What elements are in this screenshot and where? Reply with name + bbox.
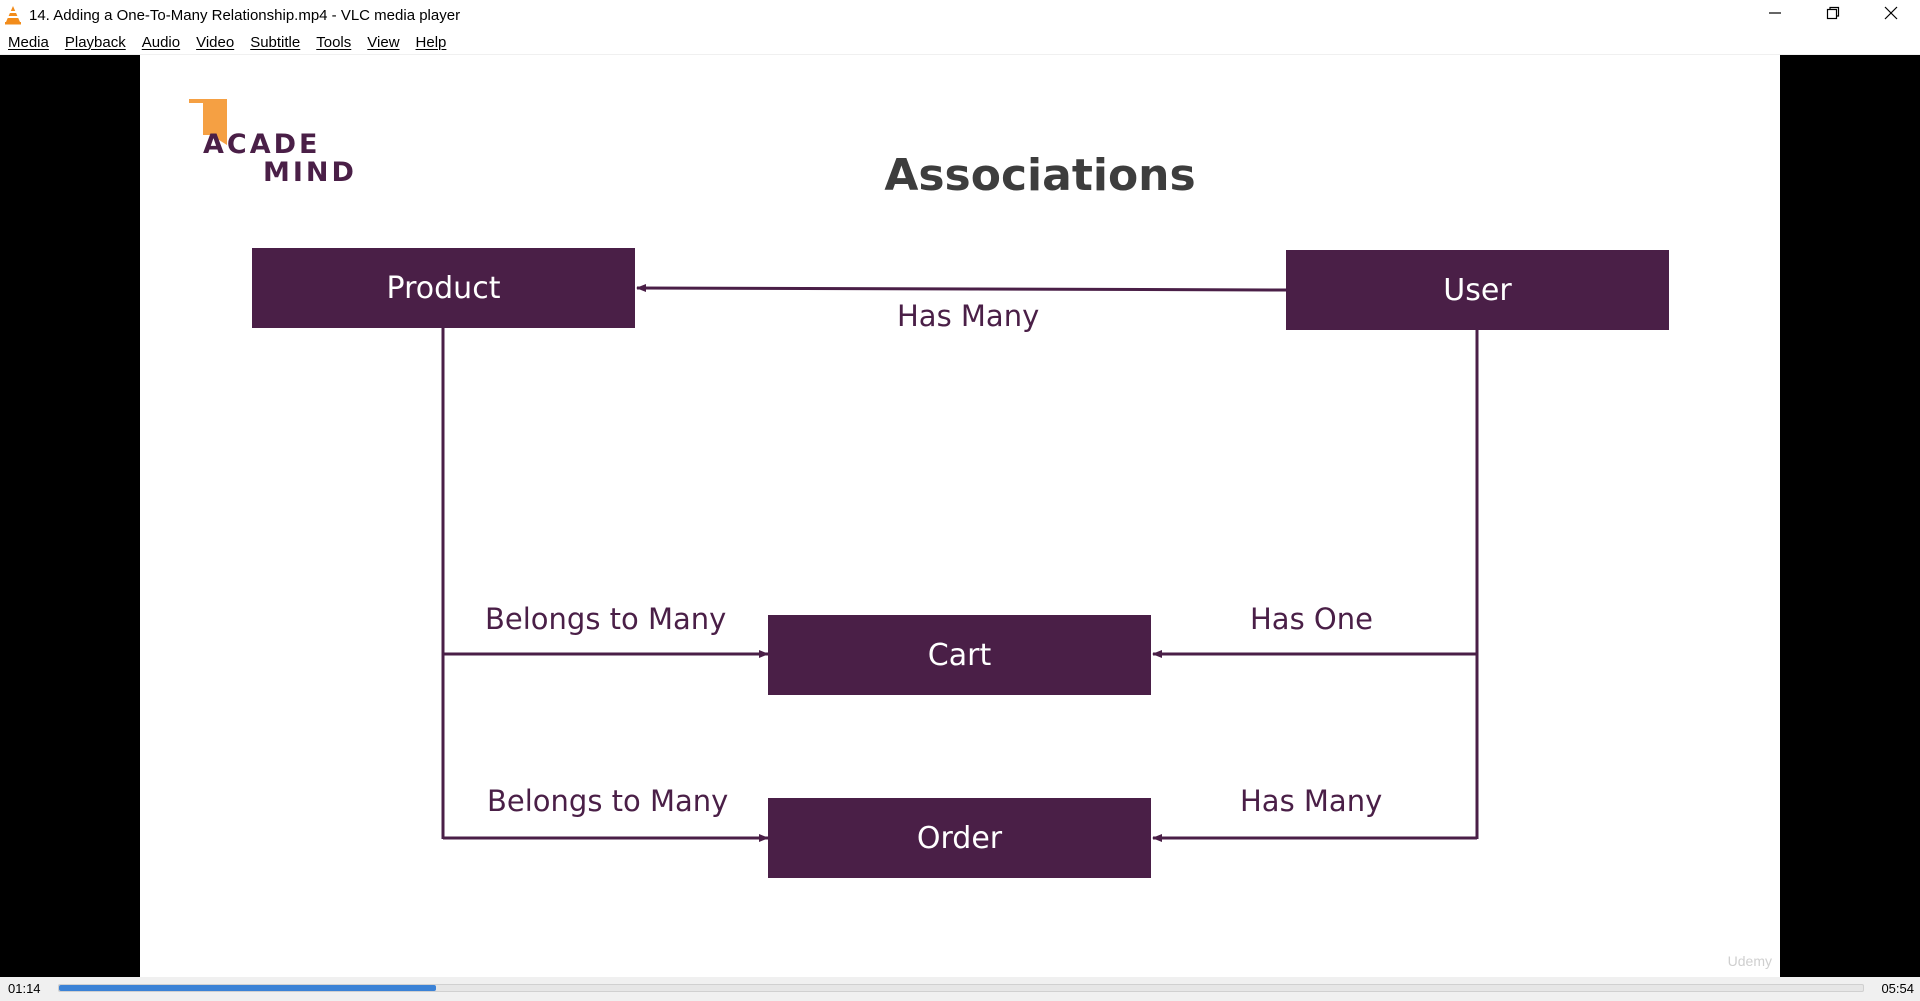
restore-button[interactable] xyxy=(1804,0,1862,30)
box-user: User xyxy=(1286,250,1669,330)
title-bar: 14. Adding a One-To-Many Relationship.mp… xyxy=(0,0,1920,30)
association-connectors xyxy=(441,284,1479,842)
connector-user-product xyxy=(636,284,1287,293)
seek-slider[interactable] xyxy=(58,984,1864,992)
minimize-icon xyxy=(1768,6,1782,25)
window-controls xyxy=(1746,0,1920,30)
menu-video[interactable]: Video xyxy=(196,33,235,51)
label-user-product: Has Many xyxy=(897,299,1040,333)
label-product-cart: Belongs to Many xyxy=(485,602,727,636)
menu-subtitle[interactable]: Subtitle xyxy=(250,33,301,51)
video-display[interactable]: ACADE MIND Associations xyxy=(0,55,1920,977)
udemy-watermark: Udemy xyxy=(1727,953,1772,969)
box-product: Product xyxy=(252,248,635,328)
academind-logo: ACADE MIND xyxy=(185,95,355,195)
label-user-cart: Has One xyxy=(1250,602,1373,636)
box-cart: Cart xyxy=(768,615,1151,695)
label-product-order: Belongs to Many xyxy=(487,784,729,818)
seek-progress xyxy=(59,985,437,991)
total-time: 05:54 xyxy=(1881,981,1914,996)
slide-title: Associations xyxy=(884,150,1196,201)
label-user-order: Has Many xyxy=(1240,784,1383,818)
menu-bar: Media Playback Audio Video Subtitle Tool… xyxy=(0,30,1920,55)
menu-view[interactable]: View xyxy=(367,33,400,51)
menu-audio[interactable]: Audio xyxy=(141,33,181,51)
video-frame: ACADE MIND Associations xyxy=(140,55,1780,977)
close-button[interactable] xyxy=(1862,0,1920,30)
vlc-cone-icon xyxy=(2,4,24,26)
menu-playback[interactable]: Playback xyxy=(64,33,126,51)
menu-help[interactable]: Help xyxy=(415,33,447,51)
logo-text-line2: MIND xyxy=(263,157,357,188)
menu-media[interactable]: Media xyxy=(8,33,49,51)
restore-icon xyxy=(1826,6,1840,25)
minimize-button[interactable] xyxy=(1746,0,1804,30)
menu-tools[interactable]: Tools xyxy=(316,33,352,51)
box-order: Order xyxy=(768,798,1151,878)
elapsed-time: 01:14 xyxy=(8,981,41,996)
close-icon xyxy=(1884,6,1898,25)
logo-text-line1: ACADE xyxy=(203,129,321,160)
playback-bar: 01:14 05:54 xyxy=(0,977,1920,1001)
window-title: 14. Adding a One-To-Many Relationship.mp… xyxy=(29,6,461,24)
